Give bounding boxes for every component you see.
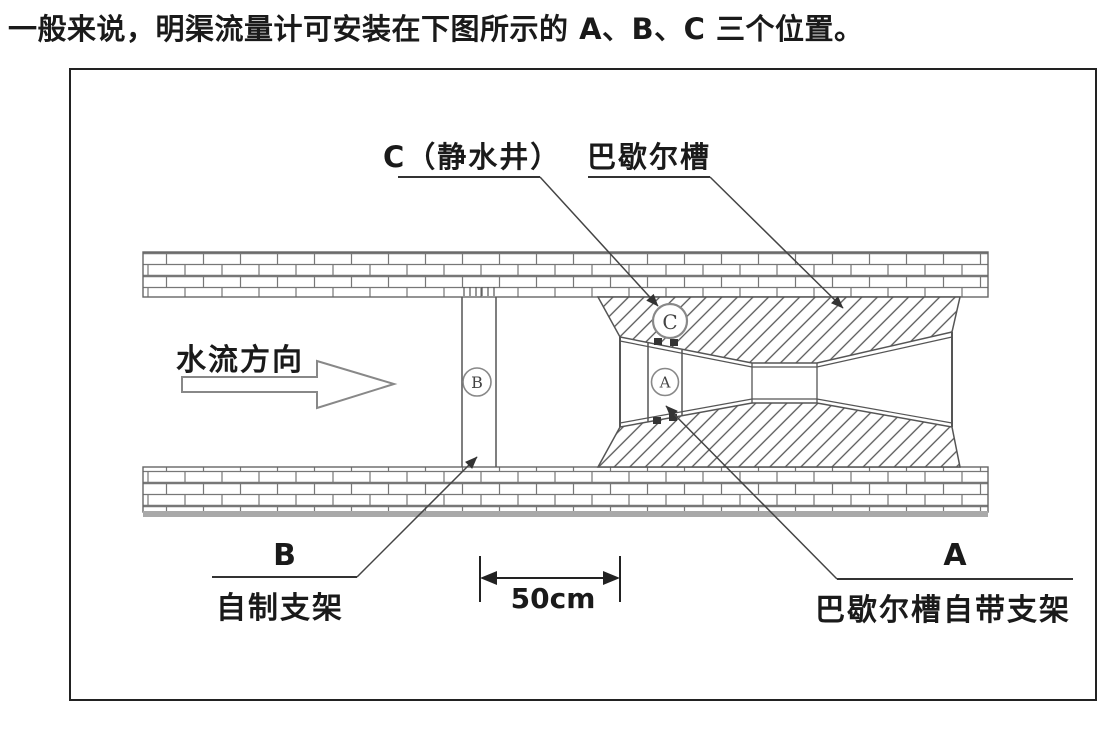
leader-to-flume <box>709 176 844 309</box>
flume-bottom-wall <box>596 402 961 468</box>
marker-circle-b <box>462 367 492 397</box>
parshall-flume <box>596 296 961 468</box>
dimension-arrowhead-left <box>480 571 497 585</box>
flow-arrow <box>181 359 398 410</box>
leader-to-a <box>665 405 838 580</box>
flume-bottom-inner-edge <box>619 398 953 424</box>
dimension-arrowhead-right <box>603 571 620 585</box>
label-position-a-letter: A <box>943 538 967 573</box>
marker-circle-a <box>650 367 680 397</box>
clamp-mark <box>653 417 661 424</box>
bottom-channel-wall <box>142 466 989 517</box>
leader-to-c <box>539 176 659 307</box>
marker-circle-c <box>651 302 689 340</box>
flume-top-inner-edge <box>619 336 953 368</box>
flume-top-wall <box>596 296 961 364</box>
label-position-a-desc: 巴歇尔槽自带支架 <box>815 593 1071 628</box>
marker-letter-c: C <box>662 310 678 334</box>
marker-letter-a: A <box>659 373 671 392</box>
label-position-b-desc: 自制支架 <box>216 591 344 626</box>
bracket-b <box>461 287 497 467</box>
dimension-50cm <box>479 556 621 602</box>
label-position-b-letter: B <box>273 538 296 573</box>
marker-circles <box>462 302 689 397</box>
label-underlines <box>212 176 1073 580</box>
label-dimension-50cm: 50cm <box>510 582 596 615</box>
top-channel-wall <box>142 251 989 298</box>
clamp-mark <box>670 339 678 346</box>
wall-shadow-strip <box>143 511 988 517</box>
label-flow-direction: 水流方向 <box>176 343 304 378</box>
leader-lines <box>356 176 844 580</box>
clamp-mark <box>654 338 662 345</box>
leader-to-b <box>356 456 478 578</box>
label-position-c: C（静水井） <box>383 140 562 174</box>
marker-letter-b: B <box>471 373 483 392</box>
label-flume-name: 巴歇尔槽 <box>587 140 712 174</box>
bracket-b-mount-ticks <box>463 287 495 296</box>
caption-text: 一般来说，明渠流量计可安装在下图所示的 A、B、C 三个位置。 <box>8 12 864 46</box>
